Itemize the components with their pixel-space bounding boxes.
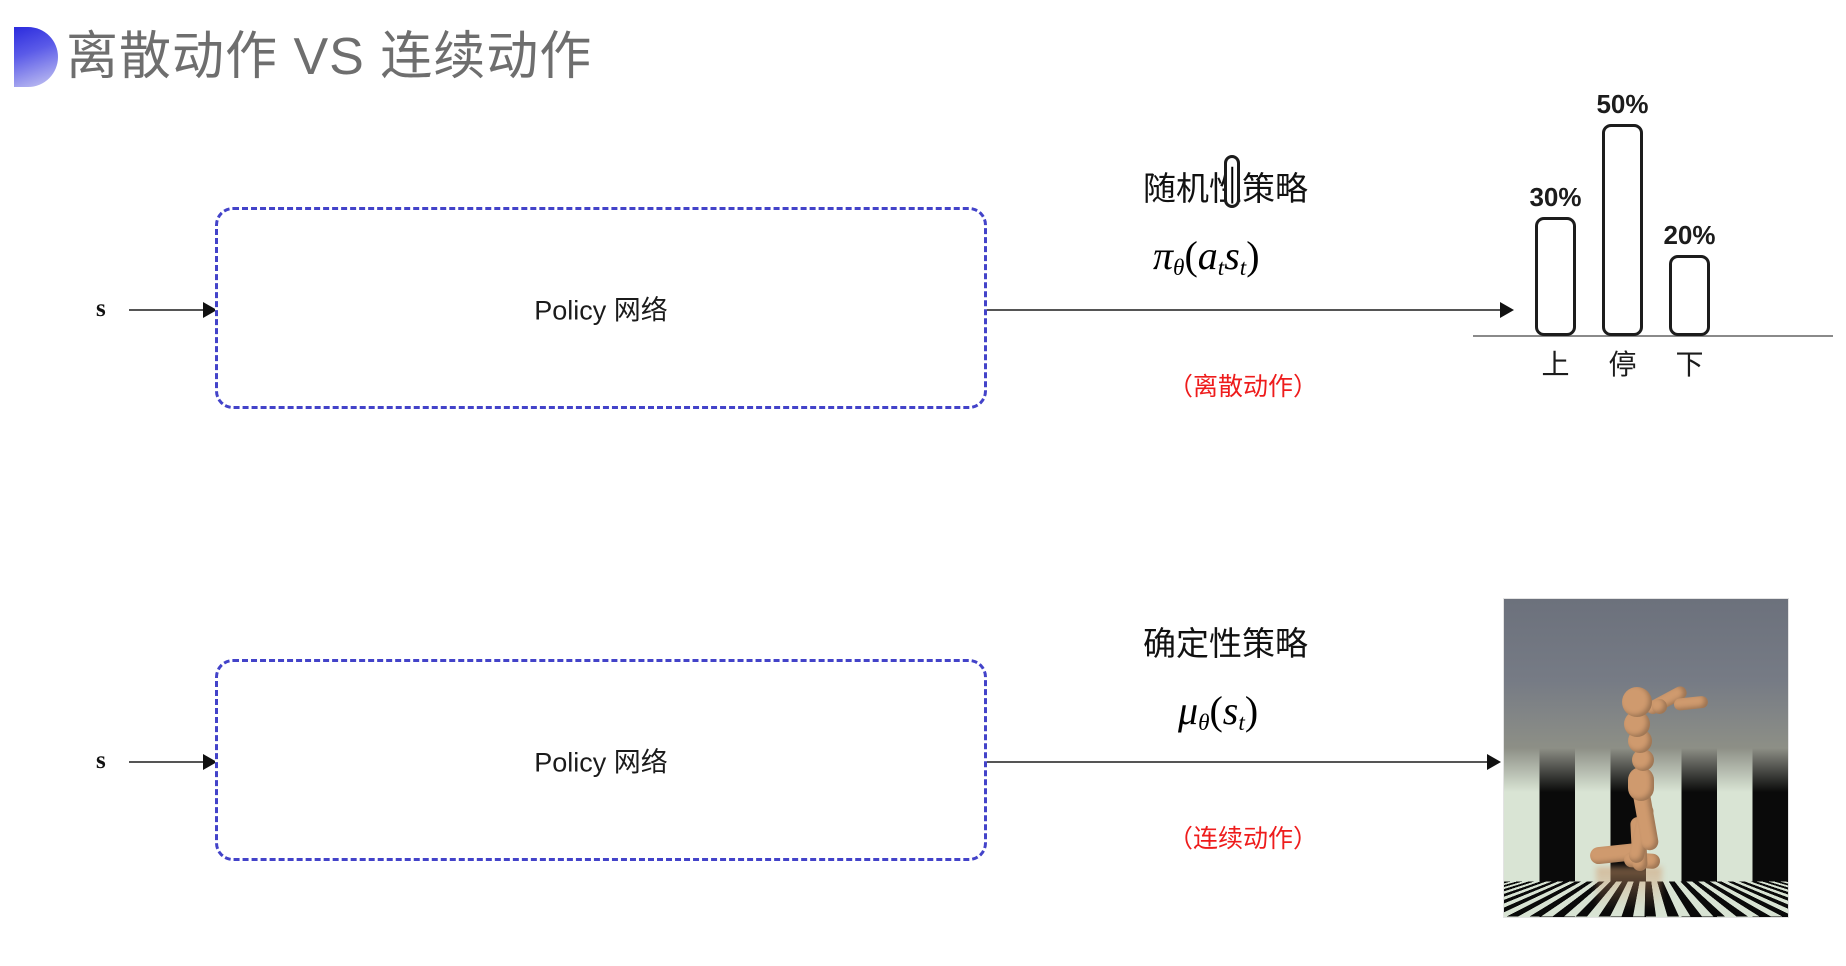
humanoid-lower-torso — [1632, 749, 1654, 771]
state-input-label-discrete: s — [96, 295, 106, 322]
formula-theta: θ — [1198, 709, 1210, 736]
output-arrow-continuous — [987, 761, 1499, 763]
bar-value-label: 20% — [1663, 220, 1716, 250]
formula-a: a — [1197, 233, 1218, 278]
humanoid-reflection — [1596, 867, 1662, 911]
discrete-action-bar-chart: 30% 上 50% 停 20% 下 — [1473, 89, 1833, 410]
action-note-discrete: （离散动作） — [1168, 373, 1319, 401]
formula-s: s — [1224, 233, 1240, 278]
formula-close-paren: ) — [1244, 688, 1259, 733]
policy-network-box-continuous[interactable]: Policy 网络 — [215, 659, 987, 861]
formula-bar: | — [1224, 154, 1241, 208]
formula-theta: θ — [1173, 254, 1185, 281]
humanoid-hand — [1652, 699, 1667, 714]
formula-open-paren: ( — [1184, 233, 1198, 278]
formula-stochastic-policy: πθ(at | st) — [1153, 154, 1260, 282]
humanoid-head — [1622, 687, 1652, 717]
formula-deterministic-policy: μθ(st) — [1178, 687, 1258, 737]
humanoid-simulation-image — [1503, 598, 1789, 918]
input-arrow-continuous — [129, 761, 215, 763]
bar-value-label: 50% — [1596, 89, 1649, 119]
policy-network-label: Policy 网络 — [534, 747, 668, 778]
bar-category-label: 上 — [1541, 349, 1570, 380]
formula-close-paren: ) — [1246, 233, 1260, 278]
formula-t-2: t — [1239, 254, 1247, 281]
bar-stop: 50% 停 — [1596, 89, 1648, 380]
formula-mu: μ — [1178, 688, 1199, 733]
formula-open-paren: ( — [1209, 688, 1223, 733]
bar-category-label: 停 — [1608, 349, 1637, 380]
policy-network-label: Policy 网络 — [534, 295, 668, 326]
bar-value-label: 30% — [1529, 182, 1582, 212]
formula-t: t — [1238, 709, 1245, 736]
output-arrow-discrete — [987, 309, 1512, 311]
formula-t-1: t — [1217, 254, 1225, 281]
page-title: 离散动作 VS 连续动作 — [66, 28, 593, 86]
action-note-continuous: （连续动作） — [1168, 825, 1319, 853]
bar-category-label: 下 — [1675, 349, 1704, 380]
humanoid-pelvis — [1628, 767, 1654, 801]
bar-down: 20% 下 — [1663, 220, 1715, 380]
policy-kind-deterministic: 确定性策略 — [1143, 625, 1308, 662]
formula-pi: π — [1153, 233, 1174, 278]
policy-network-box-discrete[interactable]: Policy 网络 — [215, 207, 987, 409]
state-input-label-continuous: s — [96, 747, 106, 774]
half-circle-gradient-icon — [14, 27, 58, 87]
formula-s: s — [1222, 688, 1239, 733]
input-arrow-discrete — [129, 309, 215, 311]
chart-baseline-axis — [1473, 335, 1833, 337]
bar-up: 30% 上 — [1529, 182, 1581, 380]
